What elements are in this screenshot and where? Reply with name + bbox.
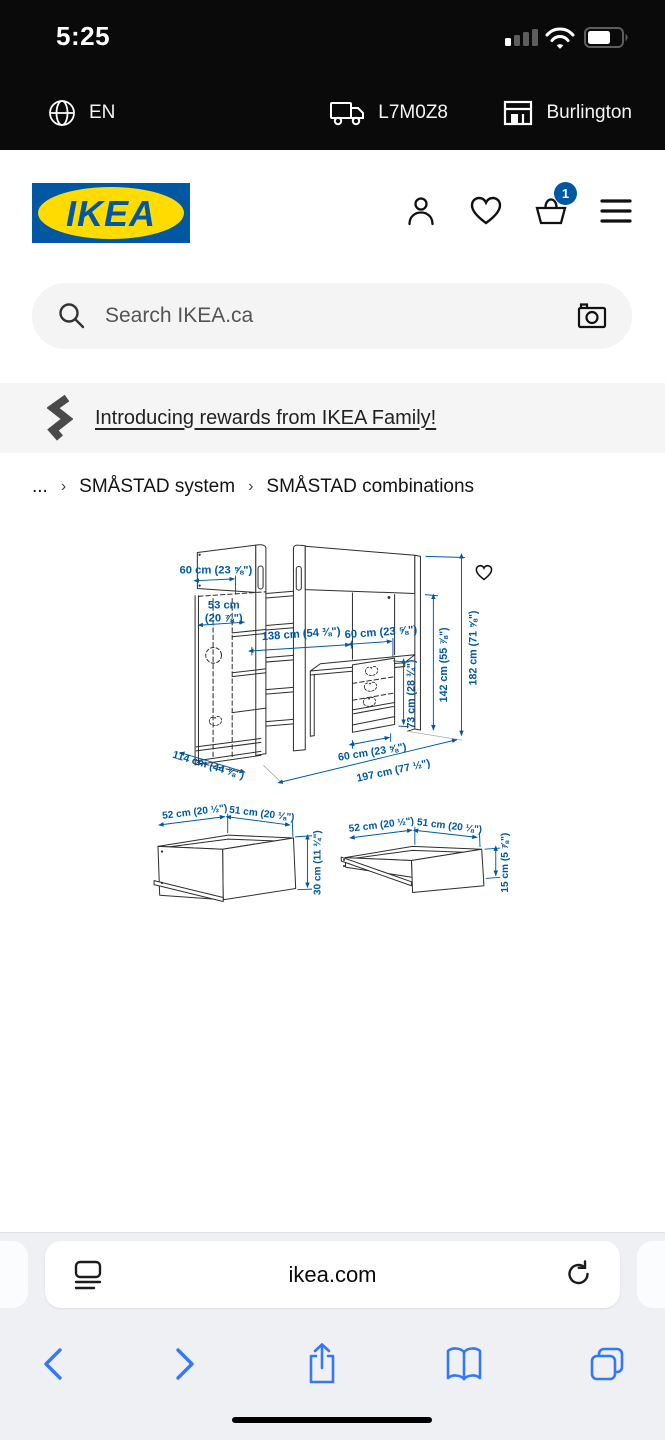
menu-button[interactable]	[599, 194, 633, 228]
wishlist-button[interactable]	[469, 194, 503, 228]
browser-toolbar	[0, 1321, 665, 1407]
registered-mark: ®	[174, 192, 182, 204]
dimension-label: 51 cm (20 ⅛")	[416, 817, 482, 836]
forward-button[interactable]	[172, 1344, 198, 1384]
clock: 5:25	[56, 21, 111, 51]
previous-tab-stub[interactable]	[0, 1241, 28, 1308]
heart-icon	[475, 564, 493, 581]
signal-strength-icon	[505, 29, 538, 46]
reload-icon[interactable]	[564, 1259, 594, 1289]
hamburger-menu-icon	[600, 199, 632, 223]
globe-icon	[49, 99, 75, 126]
logo-text: IKEA	[66, 193, 156, 234]
ikea-logo[interactable]: IKEA ®	[32, 183, 190, 243]
wifi-icon	[545, 27, 575, 49]
dimension-arrows	[179, 553, 465, 784]
share-button[interactable]	[305, 1342, 339, 1386]
dimension-label: 138 cm (54 ⅜")	[261, 626, 341, 643]
site-header: IKEA ® 1	[0, 150, 665, 383]
delivery-truck-icon	[330, 101, 365, 125]
reader-options-icon[interactable]	[73, 1260, 103, 1290]
dimension-label: 52 cm (20 ½")	[348, 816, 414, 835]
family-rewards-banner: Introducing rewards from IKEA Family!	[0, 383, 665, 453]
dimension-label: 15 cm (5 ⅞")	[500, 833, 511, 893]
loft-bed-line-drawing	[194, 544, 463, 781]
dimension-label: 182 cm (71 ⅝")	[468, 610, 480, 685]
dimension-label: 52 cm (20 ½")	[162, 803, 228, 822]
safari-bottom-chrome: ikea.com	[0, 1232, 665, 1440]
store-selector[interactable]: Burlington	[503, 75, 632, 150]
drawer-large-dimension-arrows	[158, 813, 313, 891]
basket-icon	[535, 198, 567, 225]
utility-bar: EN L7M0Z8 Burlington	[0, 75, 665, 150]
search-placeholder: Search IKEA.ca	[105, 304, 254, 327]
family-rewards-link[interactable]: Introducing rewards from IKEA Family!	[95, 406, 437, 429]
camera-search-icon[interactable]	[577, 302, 607, 330]
drawer-small-dimension-arrows	[349, 826, 501, 879]
dimension-label: 60 cm (23 ⅝")	[180, 564, 253, 576]
dimension-label: 73 cm (28 ¾")	[405, 659, 417, 728]
delivery-location[interactable]: L7M0Z8	[329, 75, 448, 150]
address-bar[interactable]: ikea.com	[45, 1241, 620, 1308]
dimension-label: (20 ⅞")	[205, 613, 243, 625]
product-dimension-diagram: 60 cm (23 ⅝") 53 cm (20 ⅞") 138 cm (54 ⅜…	[153, 544, 511, 902]
phone-top-bars: 5:25	[0, 0, 665, 150]
cart-button[interactable]: 1	[534, 182, 577, 228]
bookmarks-button[interactable]	[445, 1346, 483, 1382]
next-tab-stub[interactable]	[637, 1241, 665, 1308]
breadcrumb: ... › SMÅSTAD system › SMÅSTAD combinati…	[32, 476, 474, 498]
breadcrumb-separator: ›	[248, 478, 254, 495]
drawer-large-drawing	[153, 834, 297, 902]
language-selector[interactable]: EN	[48, 75, 115, 150]
breadcrumb-item-combinations[interactable]: SMÅSTAD combinations	[266, 476, 475, 497]
drawer-small-drawing	[340, 845, 485, 893]
language-label: EN	[89, 101, 116, 123]
breadcrumb-item-system[interactable]: SMÅSTAD system	[79, 476, 236, 497]
store-label: Burlington	[546, 101, 632, 123]
ikea-family-icon	[47, 395, 73, 441]
person-icon	[408, 197, 434, 226]
dimension-label: 60 cm (23 ⅝")	[344, 624, 418, 641]
tabs-button[interactable]	[589, 1346, 625, 1382]
header-actions: 1	[404, 182, 633, 228]
postal-code-label: L7M0Z8	[378, 101, 448, 123]
breadcrumb-separator: ›	[60, 478, 67, 495]
cart-badge: 1	[554, 182, 577, 205]
dimension-label: 53 cm	[208, 600, 240, 612]
home-indicator[interactable]	[232, 1417, 432, 1423]
status-bar: 5:25	[0, 0, 665, 75]
search-bar[interactable]: Search IKEA.ca	[32, 283, 632, 349]
url-text: ikea.com	[288, 1261, 377, 1287]
breadcrumb-ellipsis[interactable]: ...	[32, 476, 48, 497]
search-icon	[59, 303, 85, 329]
back-button[interactable]	[40, 1344, 66, 1384]
heart-icon	[470, 196, 502, 225]
battery-icon	[584, 27, 628, 48]
dimension-label: 51 cm (20 ⅛")	[229, 805, 295, 824]
dimension-label: 30 cm (11 ¾")	[312, 830, 323, 895]
account-button[interactable]	[404, 194, 438, 228]
diagram-wishlist-button[interactable]	[475, 564, 493, 581]
store-icon	[504, 100, 533, 125]
dimension-label: 142 cm (55 ⅞")	[438, 627, 450, 702]
status-icons	[505, 27, 628, 49]
dimension-label: 114 cm (44 ⅞")	[171, 749, 246, 782]
